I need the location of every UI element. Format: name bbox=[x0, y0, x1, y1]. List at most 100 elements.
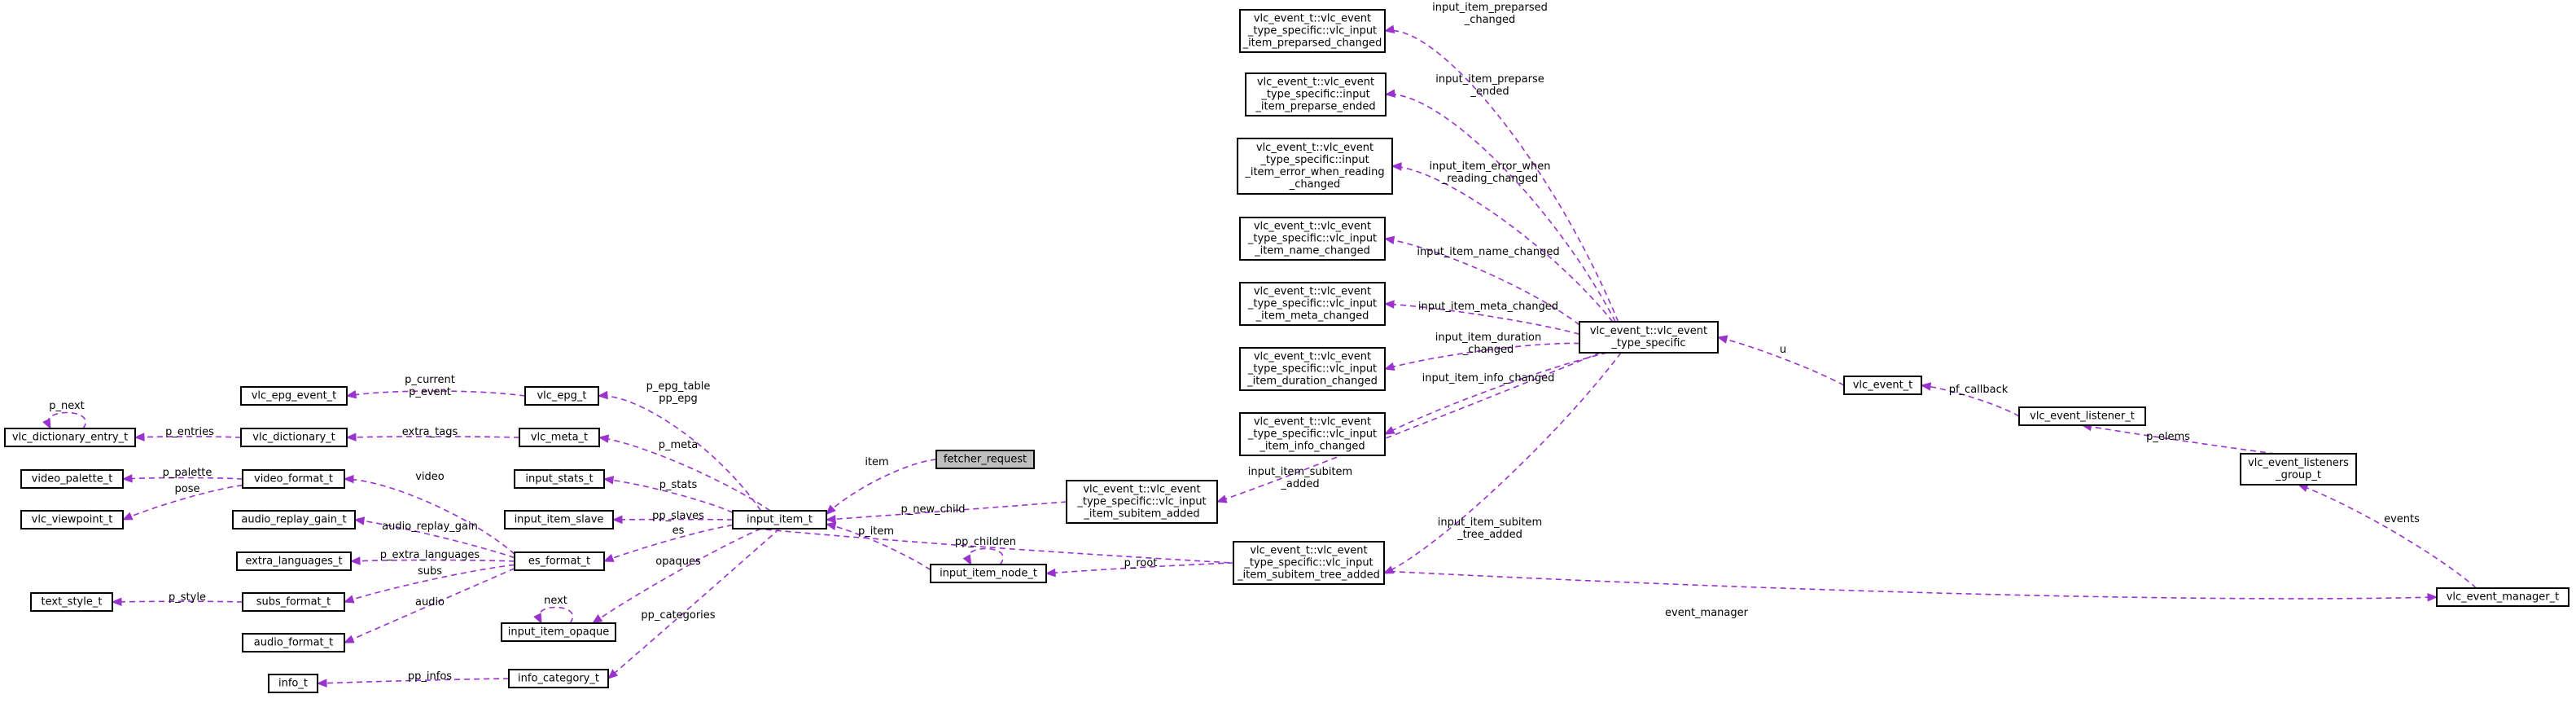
edge-label: _added bbox=[1280, 478, 1319, 490]
node-video-format-t[interactable]: video_format_t bbox=[242, 469, 345, 489]
node-input-stats-t[interactable]: input_stats_t bbox=[514, 469, 605, 489]
arrowhead bbox=[1920, 382, 1932, 391]
node-vlc-epg-t[interactable]: vlc_epg_t bbox=[524, 386, 599, 406]
node-vlc-event-listener-t[interactable]: vlc_event_listener_t bbox=[2018, 406, 2146, 426]
edge-label: pp_slaves bbox=[652, 510, 704, 522]
node-listeners-group[interactable]: vlc_event_listeners_group_t bbox=[2240, 453, 2357, 486]
edge-line bbox=[2082, 424, 2276, 455]
edge-label: input_item_subitem bbox=[1438, 516, 1542, 529]
node-vlc-dictionary-entry-t[interactable]: vlc_dictionary_entry_t bbox=[4, 428, 136, 447]
node-info-changed[interactable]: vlc_event_t::vlc_event_type_specific::vl… bbox=[1239, 412, 1386, 456]
node-meta-changed[interactable]: vlc_event_t::vlc_event_type_specific::vl… bbox=[1239, 282, 1386, 326]
arrowhead bbox=[1383, 426, 1395, 435]
arrowhead bbox=[591, 614, 603, 624]
arrowhead bbox=[42, 418, 51, 430]
node-name-changed[interactable]: vlc_event_t::vlc_event_type_specific::vl… bbox=[1239, 217, 1386, 261]
node-box bbox=[1239, 412, 1386, 456]
node-label: _type_specific::vlc_input bbox=[1076, 496, 1206, 508]
edge-input-item-error: input_item_error_when_reading_changed bbox=[1391, 160, 1614, 323]
node-label: vlc_event_t::vlc_event bbox=[1254, 351, 1371, 363]
edge-input-item-meta-changed: input_item_meta_changed bbox=[1383, 300, 1580, 335]
node-label: vlc_viewpoint_t bbox=[32, 514, 113, 526]
edge-line bbox=[592, 528, 761, 624]
node-audio-format-t[interactable]: audio_format_t bbox=[242, 633, 345, 652]
node-label: vlc_event_t::vlc_event bbox=[1254, 286, 1371, 298]
edge-label: audio_replay_gain bbox=[382, 521, 478, 533]
node-label: vlc_event_t::vlc_event bbox=[1254, 13, 1371, 25]
arrowhead bbox=[1384, 89, 1396, 98]
node-video-palette-t[interactable]: video_palette_t bbox=[20, 469, 124, 489]
edge-label: input_item_preparsed bbox=[1432, 2, 1548, 14]
node-duration-changed[interactable]: vlc_event_t::vlc_event_type_specific::vl… bbox=[1239, 347, 1386, 391]
arrowhead bbox=[2427, 593, 2438, 602]
node-label: _type_specific::input bbox=[1260, 89, 1369, 101]
arrowhead bbox=[825, 521, 837, 530]
node-label: vlc_event_t::vlc_event bbox=[1083, 484, 1200, 496]
node-subitem-added[interactable]: vlc_event_t::vlc_event_type_specific::vl… bbox=[1066, 480, 1218, 524]
edge-input-item-subitem-added: input_item_subitem_added bbox=[1216, 352, 1601, 503]
node-label: fetcher_request bbox=[944, 454, 1027, 466]
edge-label: pp_epg bbox=[659, 393, 698, 405]
node-label: vlc_event_t::vlc_event bbox=[1254, 221, 1371, 233]
node-subs-format-t[interactable]: subs_format_t bbox=[242, 592, 345, 612]
edge-audio: audio bbox=[343, 568, 515, 644]
edge-line bbox=[350, 559, 515, 562]
node-box bbox=[236, 551, 352, 571]
node-type-specific[interactable]: vlc_event_t::vlc_event_type_specific bbox=[1579, 321, 1719, 354]
node-extra-languages-t[interactable]: extra_languages_t bbox=[236, 551, 352, 571]
edge-label: _changed bbox=[1462, 344, 1514, 356]
node-subitem-tree-added[interactable]: vlc_event_t::vlc_event_type_specific::vl… bbox=[1233, 541, 1385, 585]
edge-input-item-preparsed: input_item_preparsed_changed bbox=[1383, 2, 1619, 323]
edge-label: next bbox=[544, 595, 567, 607]
node-vlc-viewpoint-t[interactable]: vlc_viewpoint_t bbox=[20, 510, 124, 529]
node-label: vlc_event_t::vlc_event bbox=[1254, 416, 1371, 428]
arrowhead bbox=[111, 597, 122, 606]
edge-line bbox=[607, 528, 781, 679]
node-box bbox=[1843, 376, 1922, 395]
edge-label: audio bbox=[415, 596, 445, 609]
edge-line bbox=[1717, 336, 1845, 386]
node-es-format-t[interactable]: es_format_t bbox=[514, 551, 605, 571]
node-input-item-opaque[interactable]: input_item_opaque bbox=[501, 622, 616, 642]
node-fetcher-request[interactable]: fetcher_request bbox=[935, 450, 1035, 469]
edge-next: next bbox=[533, 595, 573, 625]
edge-pp-slaves: pp_slaves bbox=[611, 510, 734, 525]
edge-pp-categories: pp_categories bbox=[607, 528, 781, 679]
node-label: video_palette_t bbox=[32, 473, 113, 486]
node-info-t[interactable]: info_t bbox=[268, 674, 318, 693]
edge-label: p_item bbox=[858, 525, 894, 538]
edge-line bbox=[538, 606, 573, 624]
edge-events: events bbox=[2297, 483, 2477, 589]
edge-label: opaques bbox=[655, 556, 701, 568]
node-audio-replay-gain-t[interactable]: audio_replay_gain_t bbox=[232, 510, 356, 529]
node-input-item-t[interactable]: input_item_t bbox=[732, 510, 827, 529]
node-vlc-epg-event-t[interactable]: vlc_epg_event_t bbox=[240, 386, 348, 406]
node-label: audio_format_t bbox=[254, 637, 334, 649]
edge-pp-children: pp_children bbox=[955, 536, 1016, 566]
node-input-item-slave[interactable]: input_item_slave bbox=[504, 510, 614, 529]
node-vlc-event-manager-t[interactable]: vlc_event_manager_t bbox=[2436, 587, 2569, 607]
node-box bbox=[514, 469, 605, 489]
node-preparse-ended[interactable]: vlc_event_t::vlc_event_type_specific::in… bbox=[1245, 72, 1387, 116]
edge-line bbox=[1391, 165, 1614, 323]
node-vlc-event-t[interactable]: vlc_event_t bbox=[1843, 376, 1922, 395]
node-label: _item_preparsed_changed bbox=[1242, 37, 1382, 50]
edge-p-root: p_root bbox=[1045, 557, 1234, 578]
edge-label: p_entries bbox=[165, 426, 214, 438]
node-text-style-t[interactable]: text_style_t bbox=[30, 592, 113, 612]
node-box bbox=[1066, 480, 1218, 524]
node-error-when-reading[interactable]: vlc_event_t::vlc_event_type_specific::in… bbox=[1237, 138, 1393, 195]
edge-label: extra_tags bbox=[402, 426, 458, 438]
node-label: vlc_epg_t bbox=[537, 390, 586, 402]
node-input-item-node-t[interactable]: input_item_node_t bbox=[930, 564, 1047, 583]
node-preparsed-changed[interactable]: vlc_event_t::vlc_event_type_specific::vl… bbox=[1239, 9, 1386, 53]
node-info-category-t[interactable]: info_category_t bbox=[508, 669, 609, 688]
edge-line bbox=[47, 411, 86, 429]
node-vlc-meta-t[interactable]: vlc_meta_t bbox=[519, 428, 600, 447]
node-vlc-dictionary-t[interactable]: vlc_dictionary_t bbox=[240, 428, 348, 447]
node-label: audio_replay_gain_t bbox=[241, 514, 346, 526]
arrowhead bbox=[353, 516, 366, 525]
arrowhead bbox=[962, 554, 972, 566]
node-label: _item_error_when_reading bbox=[1244, 166, 1384, 178]
